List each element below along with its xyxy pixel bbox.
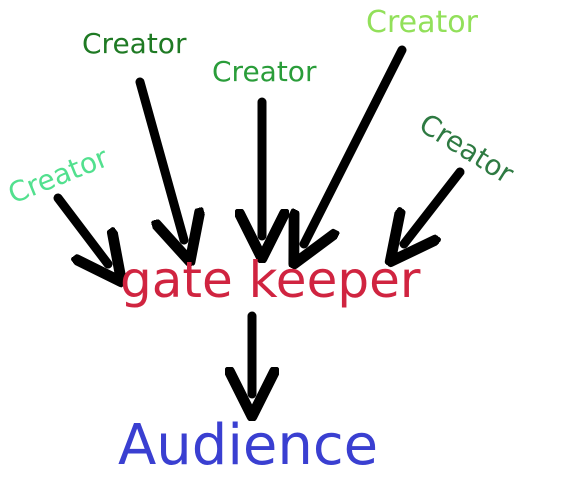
audience-label: Audience: [118, 413, 379, 478]
arrow-creator-top-right: [304, 45, 407, 244]
creator-label-top-right: Creator: [366, 5, 478, 40]
creator-label-top-center: Creator: [212, 55, 317, 88]
creator-label-top-left: Creator: [82, 27, 187, 60]
arrow-creator-top-left: [135, 77, 184, 240]
arrow-creator-left: [53, 193, 108, 264]
gatekeeper-label: gate keeper: [120, 251, 421, 309]
arrow-creator-right: [404, 167, 465, 244]
